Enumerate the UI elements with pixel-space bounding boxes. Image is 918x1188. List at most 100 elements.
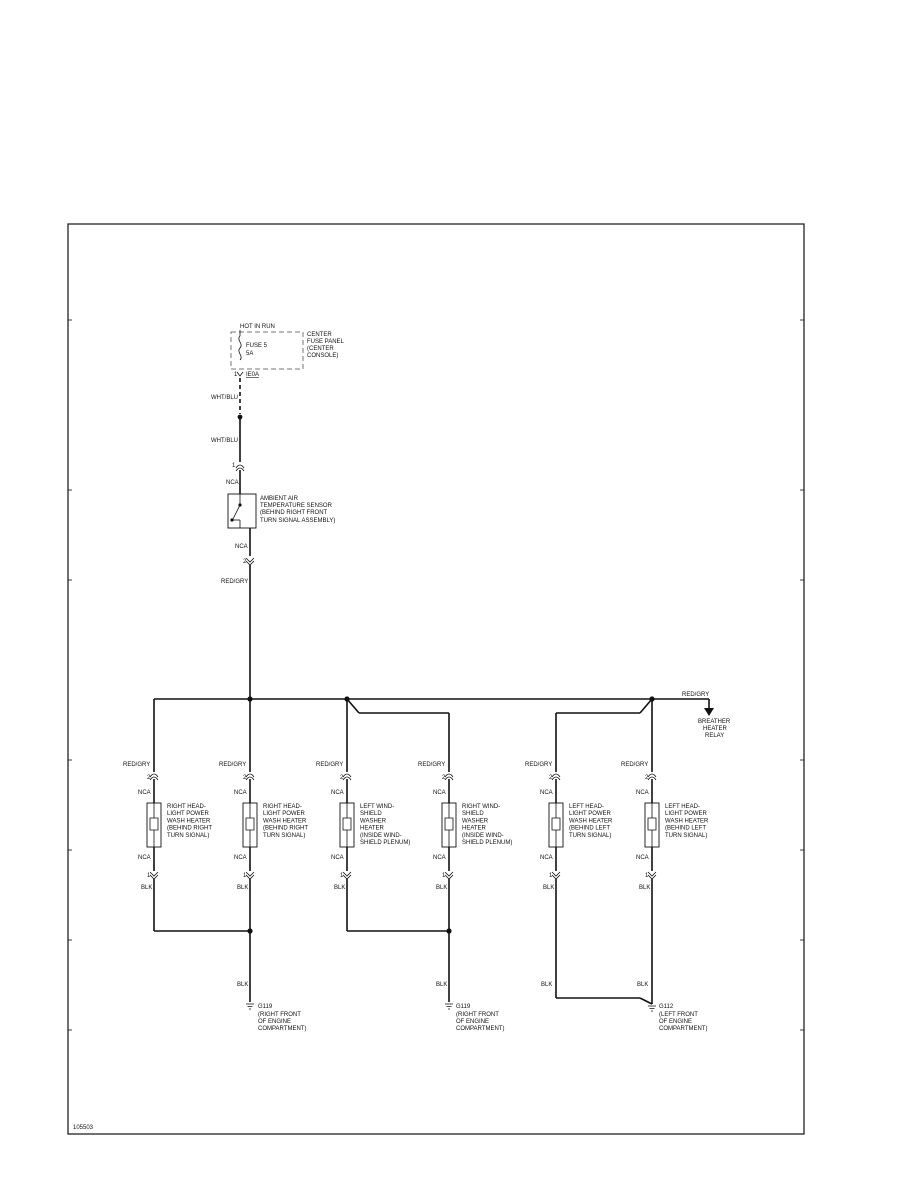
heater-out-pin: 1	[243, 873, 247, 879]
fuse-panel-connector: IE0A	[246, 372, 259, 378]
sensor-connector-top: 1 NCA	[226, 463, 245, 486]
heater-out-pin: 1	[147, 873, 151, 879]
heater-out-wire-label: BLK	[237, 885, 248, 891]
svg-text:OF ENGINE: OF ENGINE	[659, 1019, 692, 1025]
fuse-panel-name-3: CONSOLE)	[307, 353, 338, 359]
diagram-id: 105503	[73, 1125, 94, 1131]
heater-in-conn: NCA	[433, 790, 446, 796]
heater-in-connector	[342, 773, 352, 781]
svg-text:G112: G112	[659, 1004, 674, 1010]
fuse-rating: 5A	[246, 351, 253, 357]
heater-name-line: HEATER	[360, 826, 385, 832]
ground-g119-a: BLK G119 (RIGHT FRONT OF ENGINE COMPARTM…	[237, 982, 306, 1032]
svg-text:(LEFT FRONT: (LEFT FRONT	[659, 1012, 698, 1018]
heater-name-line: WASHER	[462, 818, 489, 824]
heater-name-line: WASH HEATER	[569, 818, 613, 824]
svg-text:2: 2	[243, 559, 247, 565]
heater-resistor-icon	[149, 803, 159, 847]
heater-out-wire-label: BLK	[639, 885, 650, 891]
heater-name-line: LIGHT POWER	[263, 811, 306, 817]
svg-text:OF ENGINE: OF ENGINE	[258, 1019, 291, 1025]
heater-name-line: TURN SIGNAL)	[167, 833, 209, 839]
svg-text:NCA: NCA	[226, 480, 239, 486]
heater-name-line: HEATER	[462, 826, 487, 832]
heater-in-conn: NCA	[636, 790, 649, 796]
heater-name-line: SHIELD	[462, 811, 484, 817]
heater-out-wire-label: BLK	[141, 885, 152, 891]
heater-out-pin: 1	[340, 873, 344, 879]
fuse-panel-pin-connector	[236, 371, 244, 377]
wire-bus-jog	[346, 698, 360, 714]
heater-out-conn: NCA	[331, 855, 344, 861]
heater-name-line: SHIELD	[360, 811, 382, 817]
svg-text:G119: G119	[456, 1004, 471, 1010]
svg-text:RELAY: RELAY	[705, 733, 724, 739]
ambient-air-temperature-sensor: AMBIENT AIR TEMPERATURE SENSOR (BEHIND R…	[227, 493, 335, 529]
splice-feed	[237, 414, 243, 420]
ground-g119-b: BLK G119 (RIGHT FRONT OF ENGINE COMPARTM…	[436, 982, 504, 1032]
wire-label-upper-1: WHT/BLU	[211, 395, 238, 401]
center-fuse-panel: HOT IN RUN FUSE 5 5A CENTER FUSE PANEL (…	[230, 324, 345, 378]
heater-resistor-icon	[342, 803, 352, 847]
svg-text:TEMPERATURE SENSOR: TEMPERATURE SENSOR	[260, 503, 333, 509]
heater-out-conn: NCA	[138, 855, 151, 861]
heater-out-conn: NCA	[234, 855, 247, 861]
heater-name-line: LEFT HEAD-	[665, 804, 700, 810]
wire-label-sensor-out: RED/GRY	[221, 579, 248, 585]
heater-in-wire-label: RED/GRY	[123, 762, 150, 768]
ground-g112: BLK BLK G112 (LEFT FRONT OF ENGINE COMPA…	[541, 982, 707, 1032]
heater-in-wire-label: RED/GRY	[621, 762, 648, 768]
page-frame	[67, 223, 805, 1135]
svg-text:(RIGHT FRONT: (RIGHT FRONT	[258, 1012, 301, 1018]
heater-name-line: TURN SIGNAL)	[263, 833, 305, 839]
heater-name-line: (INSIDE WIND-	[360, 833, 402, 839]
heater-out-connector	[551, 871, 561, 880]
heater-name-line: WASH HEATER	[665, 818, 709, 824]
heater-name-line: (BEHIND LEFT	[665, 826, 706, 832]
heater-name-line: LEFT WIND-	[360, 804, 394, 810]
frame-ticks	[68, 319, 804, 1031]
heater-out-connector	[647, 871, 657, 880]
fuse-symbol	[238, 335, 242, 361]
heater-in-conn: NCA	[540, 790, 553, 796]
wire-bus-jog-left	[639, 698, 653, 714]
heater-in-wire-label: RED/GRY	[316, 762, 343, 768]
heater-in-connector	[444, 773, 454, 781]
svg-text:NCA: NCA	[235, 544, 248, 550]
wire-label-bus-relay: RED/GRY	[682, 692, 709, 698]
heater-in-pin: 2	[645, 775, 649, 781]
wire-ground-3-jog	[639, 997, 653, 1005]
heater-name-line: RIGHT HEAD-	[167, 804, 206, 810]
heater-in-connector	[245, 773, 255, 781]
heater-out-pin: 1	[645, 873, 649, 879]
heater-name-line: (BEHIND RIGHT	[167, 826, 212, 832]
wire-label-upper-2: WHT/BLU	[211, 438, 238, 444]
svg-text:BLK: BLK	[541, 982, 552, 988]
heater-resistor-icon	[444, 803, 454, 847]
heater-in-pin: 2	[147, 775, 151, 781]
heater-name-line: LEFT HEAD-	[569, 804, 604, 810]
heater-in-wire-label: RED/GRY	[525, 762, 552, 768]
heater-name-line: RIGHT HEAD-	[263, 804, 302, 810]
heater-in-conn: NCA	[138, 790, 151, 796]
hot-in-run-label: HOT IN RUN	[240, 324, 275, 330]
heater-resistor-icon	[551, 803, 561, 847]
svg-text:BREATHER: BREATHER	[698, 719, 731, 725]
svg-text:BLK: BLK	[436, 982, 447, 988]
svg-text:COMPARTMENT): COMPARTMENT)	[456, 1026, 504, 1032]
heater-name-line: SHIELD PLENUM)	[462, 840, 512, 846]
heater-name-line: (INSIDE WIND-	[462, 833, 504, 839]
svg-text:BLK: BLK	[637, 982, 648, 988]
heater-in-connector	[551, 773, 561, 781]
heater-in-pin: 2	[442, 775, 446, 781]
sensor-connector-bottom: NCA 2	[235, 544, 255, 566]
heater-in-connector	[647, 773, 657, 781]
heater-out-connector	[245, 871, 255, 880]
